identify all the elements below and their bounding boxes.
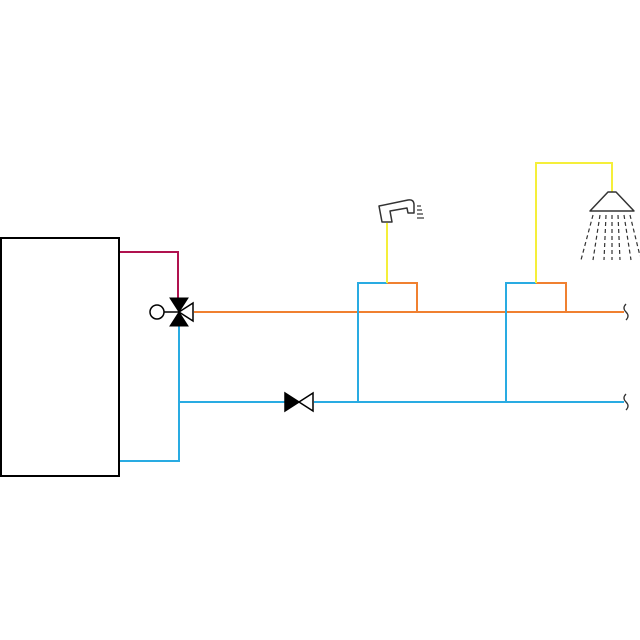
break-mark-icon xyxy=(623,303,629,411)
loop2-orange xyxy=(536,282,567,312)
shower-head-icon xyxy=(580,191,640,261)
tank-return-pipe xyxy=(120,326,180,462)
loop1-blue xyxy=(357,282,387,402)
loop1-orange xyxy=(387,282,418,312)
loop2-feed xyxy=(535,162,613,283)
hot-supply-pipe xyxy=(120,251,179,298)
three-way-valve-icon xyxy=(149,297,194,327)
check-valve-icon xyxy=(284,391,314,413)
loop2-blue xyxy=(505,282,536,402)
storage-tank xyxy=(0,237,120,477)
faucet-icon xyxy=(378,199,424,223)
